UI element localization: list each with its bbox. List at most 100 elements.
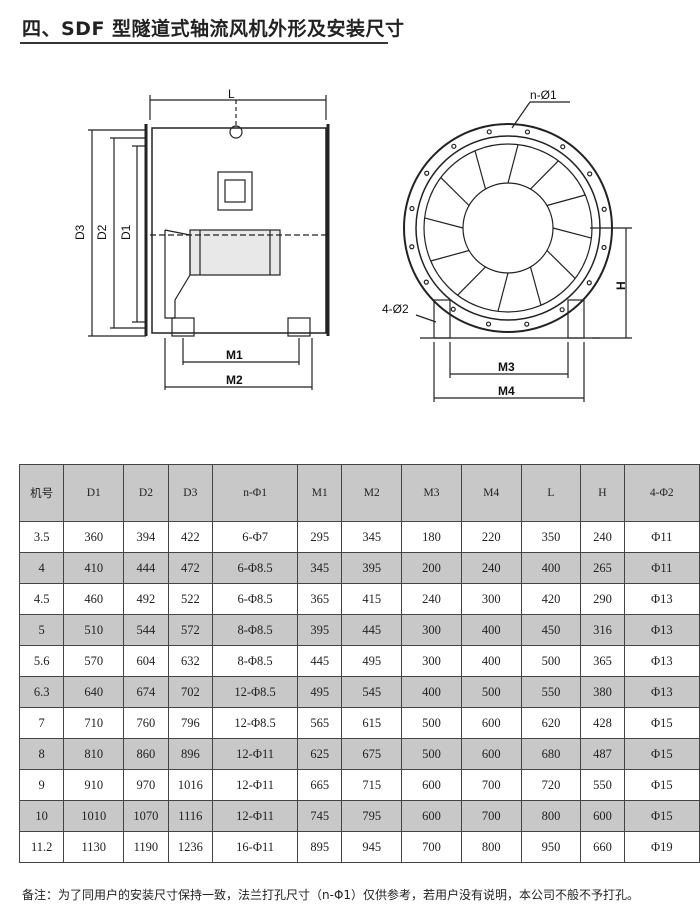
label-4-phi2: 4-Ø2: [382, 302, 409, 316]
table-cell: 896: [167, 738, 214, 770]
table-cell: 460: [63, 583, 125, 615]
table-cell: 492: [123, 583, 169, 615]
column-header: M4: [460, 464, 522, 522]
blade-line: [430, 249, 470, 262]
table-cell: 10: [18, 800, 65, 832]
flange-hole: [559, 307, 565, 313]
table-cell: 395: [297, 614, 343, 646]
column-header: M1: [297, 464, 343, 522]
column-header: 4-Φ2: [623, 464, 700, 522]
column-header: H: [580, 464, 625, 522]
flange-hole: [451, 143, 457, 149]
table-cell: 450: [520, 614, 582, 646]
flange-hole: [450, 306, 456, 312]
table-cell: 565: [297, 707, 343, 739]
table-cell: 16-Φ11: [212, 831, 299, 863]
table-cell: 700: [460, 800, 522, 832]
flange-hole: [423, 279, 429, 285]
table-cell: 12-Φ11: [212, 769, 299, 801]
table-cell: 1236: [167, 831, 214, 863]
table-cell: Φ11: [623, 521, 700, 553]
flange-hole: [586, 280, 592, 286]
table-cell: 420: [520, 583, 582, 615]
column-header: n-Φ1: [212, 464, 299, 522]
blade-line: [424, 217, 464, 229]
table-cell: 300: [401, 614, 462, 646]
table-cell: 444: [123, 552, 169, 584]
table-cell: 12-Φ11: [212, 800, 299, 832]
table-cell: 970: [123, 769, 169, 801]
table-cell: Φ15: [623, 769, 700, 801]
page-title: 四、SDF 型隧道式轴流风机外形及安装尺寸: [22, 18, 405, 40]
table-cell: 12-Φ8.5: [212, 676, 299, 708]
flange-hole: [587, 171, 593, 177]
blade-line: [457, 266, 486, 296]
table-cell: 395: [341, 552, 403, 584]
table-cell: 1190: [123, 831, 169, 863]
table-cell: 910: [63, 769, 125, 801]
label-D1: D1: [119, 224, 133, 240]
table-cell: 345: [297, 552, 343, 584]
table-cell: 945: [341, 831, 403, 863]
table-cell: 600: [401, 800, 462, 832]
table-cell: 487: [580, 738, 625, 770]
table-cell: 715: [341, 769, 403, 801]
table-cell: 510: [63, 614, 125, 646]
table-cell: 400: [401, 676, 462, 708]
flange-hole: [424, 170, 430, 176]
label-M2: M2: [226, 373, 243, 387]
table-cell: 415: [341, 583, 403, 615]
table-cell: 1116: [167, 800, 214, 832]
table-cell: 675: [341, 738, 403, 770]
flange-hole: [601, 244, 607, 251]
table-cell: 6-Φ7: [212, 521, 299, 553]
table-cell: 7: [18, 707, 65, 739]
flange-hole: [485, 321, 492, 327]
table-cell: 240: [580, 521, 625, 553]
column-header: D3: [167, 464, 214, 522]
blade-line: [440, 177, 470, 206]
table-cell: 500: [460, 676, 522, 708]
table-cell: 1010: [63, 800, 125, 832]
table-cell: 600: [580, 800, 625, 832]
blade-line: [530, 160, 559, 190]
table-cell: 365: [297, 583, 343, 615]
side-view: [88, 95, 330, 390]
table-cell: 550: [520, 676, 582, 708]
table-cell: Φ13: [623, 583, 700, 615]
table-cell: 3.5: [18, 521, 65, 553]
label-n-phi1: n-Ø1: [530, 88, 557, 102]
table-cell: 380: [580, 676, 625, 708]
blade-line: [546, 250, 576, 279]
flange-hole: [486, 129, 492, 135]
table-cell: 220: [460, 521, 522, 553]
table-cell: 8-Φ8.5: [212, 645, 299, 677]
table-cell: 544: [123, 614, 169, 646]
table-cell: 600: [401, 769, 462, 801]
table-cell: 200: [401, 552, 462, 584]
table-cell: 665: [297, 769, 343, 801]
table-cell: 295: [297, 521, 343, 553]
table-cell: 680: [520, 738, 582, 770]
table-cell: 700: [401, 831, 462, 863]
flange-hole: [560, 144, 566, 150]
table-cell: 700: [460, 769, 522, 801]
table-cell: 950: [520, 831, 582, 863]
title-underline: [20, 42, 388, 44]
table-cell: 600: [460, 738, 522, 770]
table-cell: 9: [18, 769, 65, 801]
flange-hole: [524, 321, 530, 327]
column-header: D1: [63, 464, 125, 522]
label-M4: M4: [498, 384, 515, 398]
table-cell: 620: [520, 707, 582, 739]
column-header: D2: [123, 464, 169, 522]
